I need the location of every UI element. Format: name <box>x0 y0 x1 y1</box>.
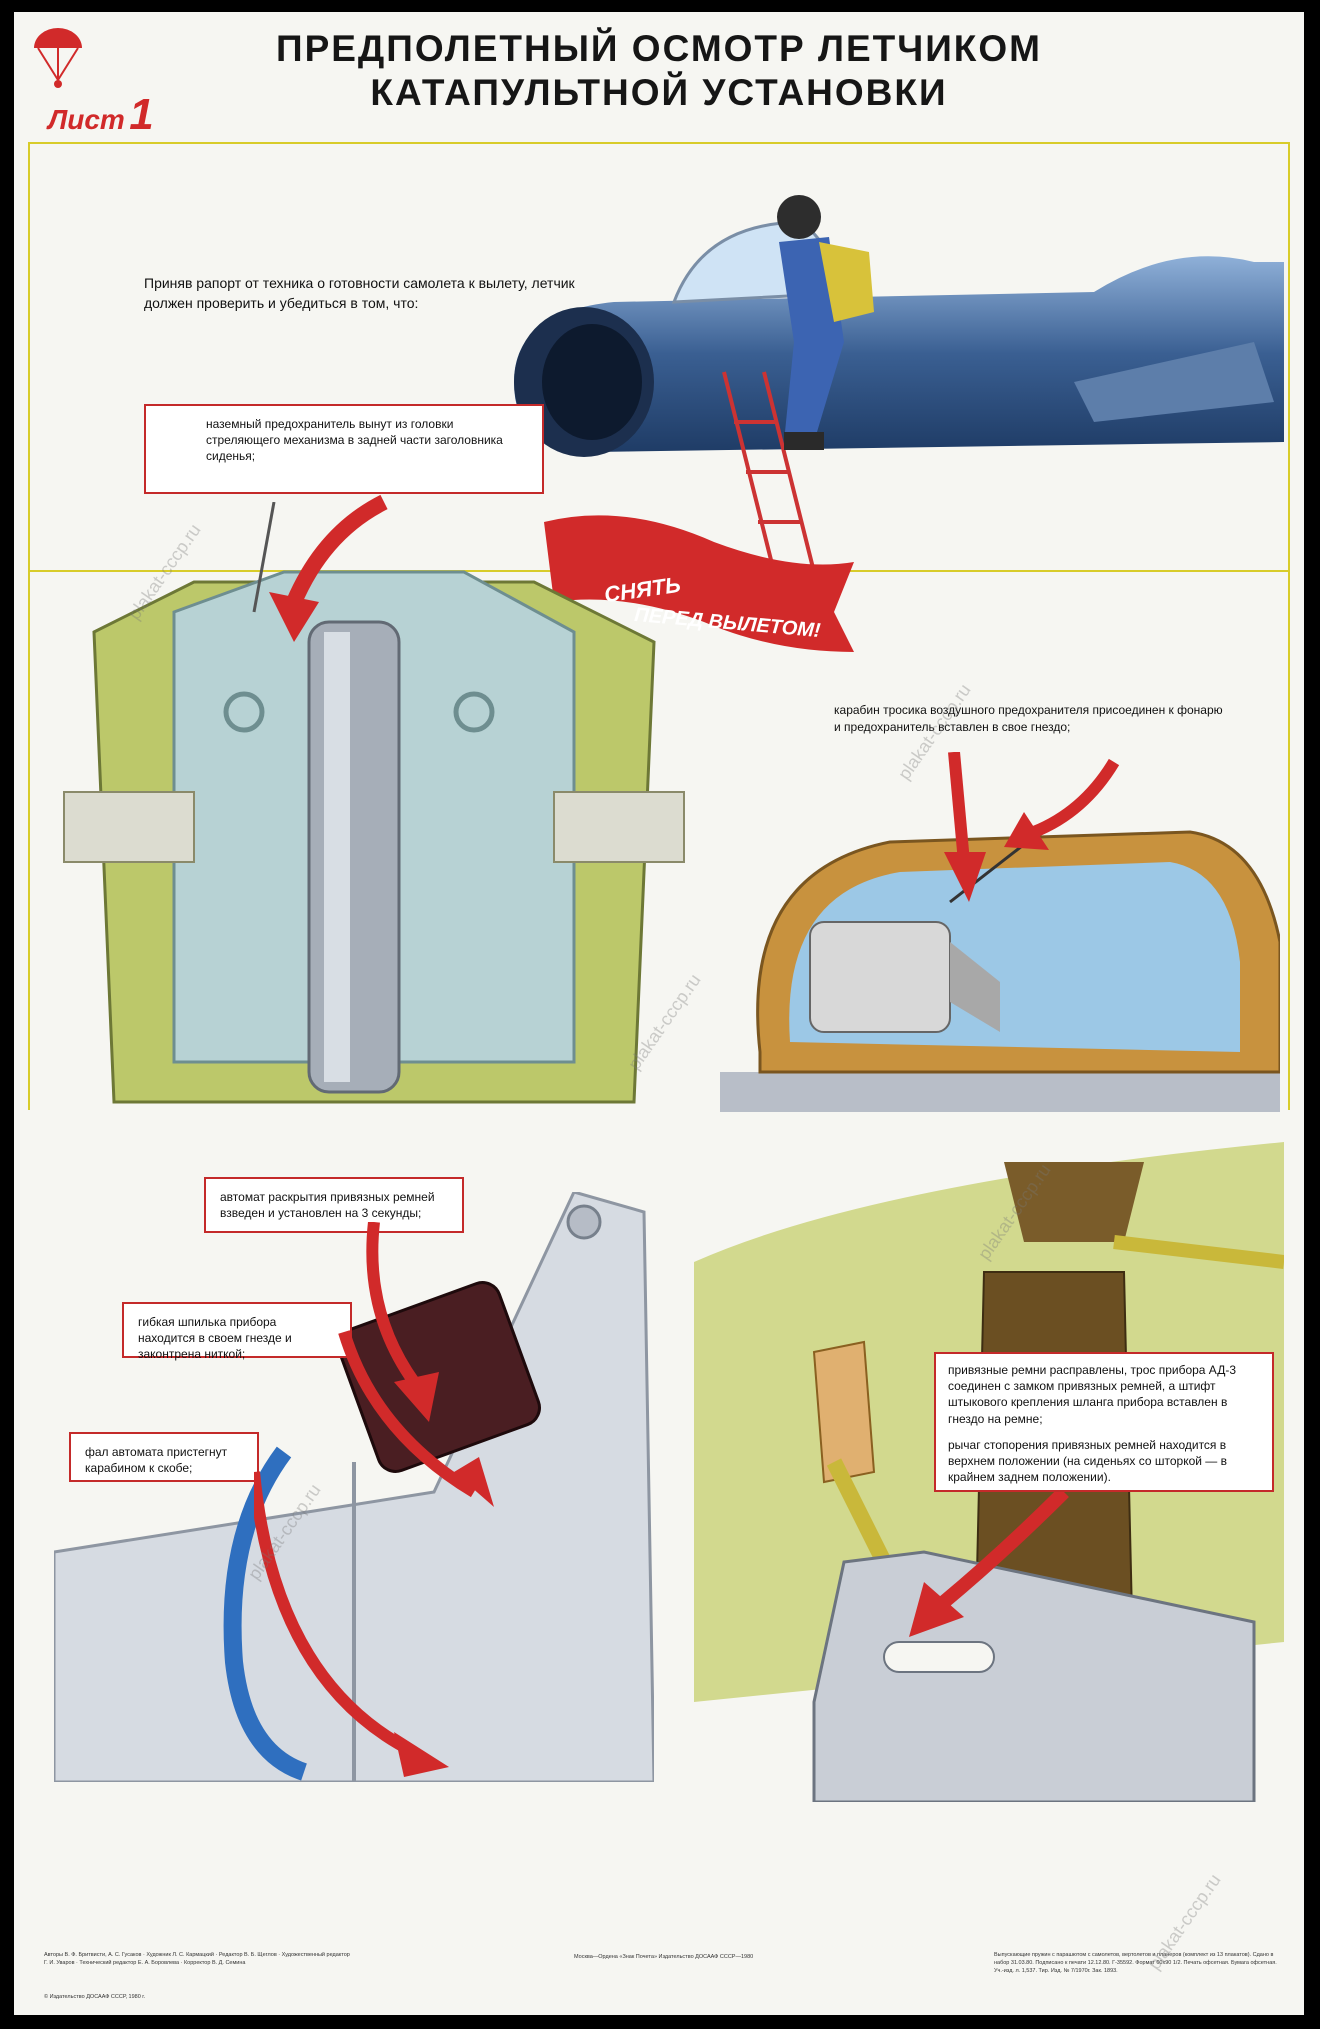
intro-text: Приняв рапорт от техника о готовности са… <box>144 275 575 311</box>
aircraft-illustration <box>488 195 1284 572</box>
frame-left-2 <box>28 570 30 1110</box>
page-title-line-1: ПРЕДПОЛЕТНЫЙ ОСМОТР ЛЕТЧИКОМ <box>275 28 1042 69</box>
seat-headpad <box>1004 1162 1144 1242</box>
callout-harness-box: привязные ремни расправлены, трос прибор… <box>934 1352 1274 1492</box>
page-title-line-2: КАТАПУЛЬТНОЙ УСТАНОВКИ <box>370 72 948 113</box>
remove-before-flight-banner <box>544 515 854 652</box>
arrows-to-carabiner <box>944 752 1120 902</box>
credits-authors: Авторы В. Ф. Бритвисти, А. С. Гусаков · … <box>44 1952 350 1966</box>
frame-right-2 <box>1288 570 1290 1110</box>
firing-mechanism-illustration <box>63 502 685 1104</box>
sheet-label: Лист 1 <box>48 90 154 140</box>
frame-left <box>28 142 30 572</box>
callout-carabiner: карабин тросика воздушного предохранител… <box>834 703 1223 734</box>
poster: Лист 1 ПРЕДПОЛЕТНЫЙ ОСМОТР ЛЕТЧИКОМ КАТА… <box>14 12 1304 2015</box>
firing-cylinder <box>307 620 401 1094</box>
sheet-word: Лист <box>48 104 125 135</box>
arrows-to-automat <box>254 1222 494 1777</box>
arrow-to-firing-head <box>269 494 388 642</box>
credits-copyright: © Издательство ДОСААФ СССР, 1980 г. <box>44 1994 146 2000</box>
parachute-logo <box>34 28 82 88</box>
credits-print-info: Выпускающие пружин с парашютом с самолет… <box>994 1952 1277 1974</box>
credits-publisher: Москва—Ордена «Знак Почета» Издательство… <box>574 1954 754 1960</box>
callout-lanyard: фал автомата пристегнут карабином к скоб… <box>69 1432 259 1482</box>
arrow-to-harness-lock <box>909 1492 1069 1637</box>
parachute-icon <box>34 28 82 48</box>
frame-top <box>28 142 1290 144</box>
callout-flexible-pin: гибкая шпилька прибора находится в своем… <box>122 1302 352 1361</box>
pilot <box>777 195 874 450</box>
sheet-number: 1 <box>129 90 154 139</box>
wing <box>1074 342 1274 422</box>
callout-automat-armed: автомат раскрытия привязных ремней взвед… <box>204 1177 464 1233</box>
seat-headrest <box>809 921 951 1033</box>
callout-lever: рычаг стопорения привязных ремней находи… <box>948 1437 1227 1485</box>
ladder <box>722 371 816 572</box>
harness-buckle <box>812 1340 876 1484</box>
frame-right <box>1288 142 1290 572</box>
canopy-illustration <box>720 830 1280 1112</box>
callout-ground-safety: наземный предохранитель вынут из головки… <box>144 404 544 494</box>
callout-harness: привязные ремни расправлены, трос прибор… <box>948 1363 1237 1426</box>
